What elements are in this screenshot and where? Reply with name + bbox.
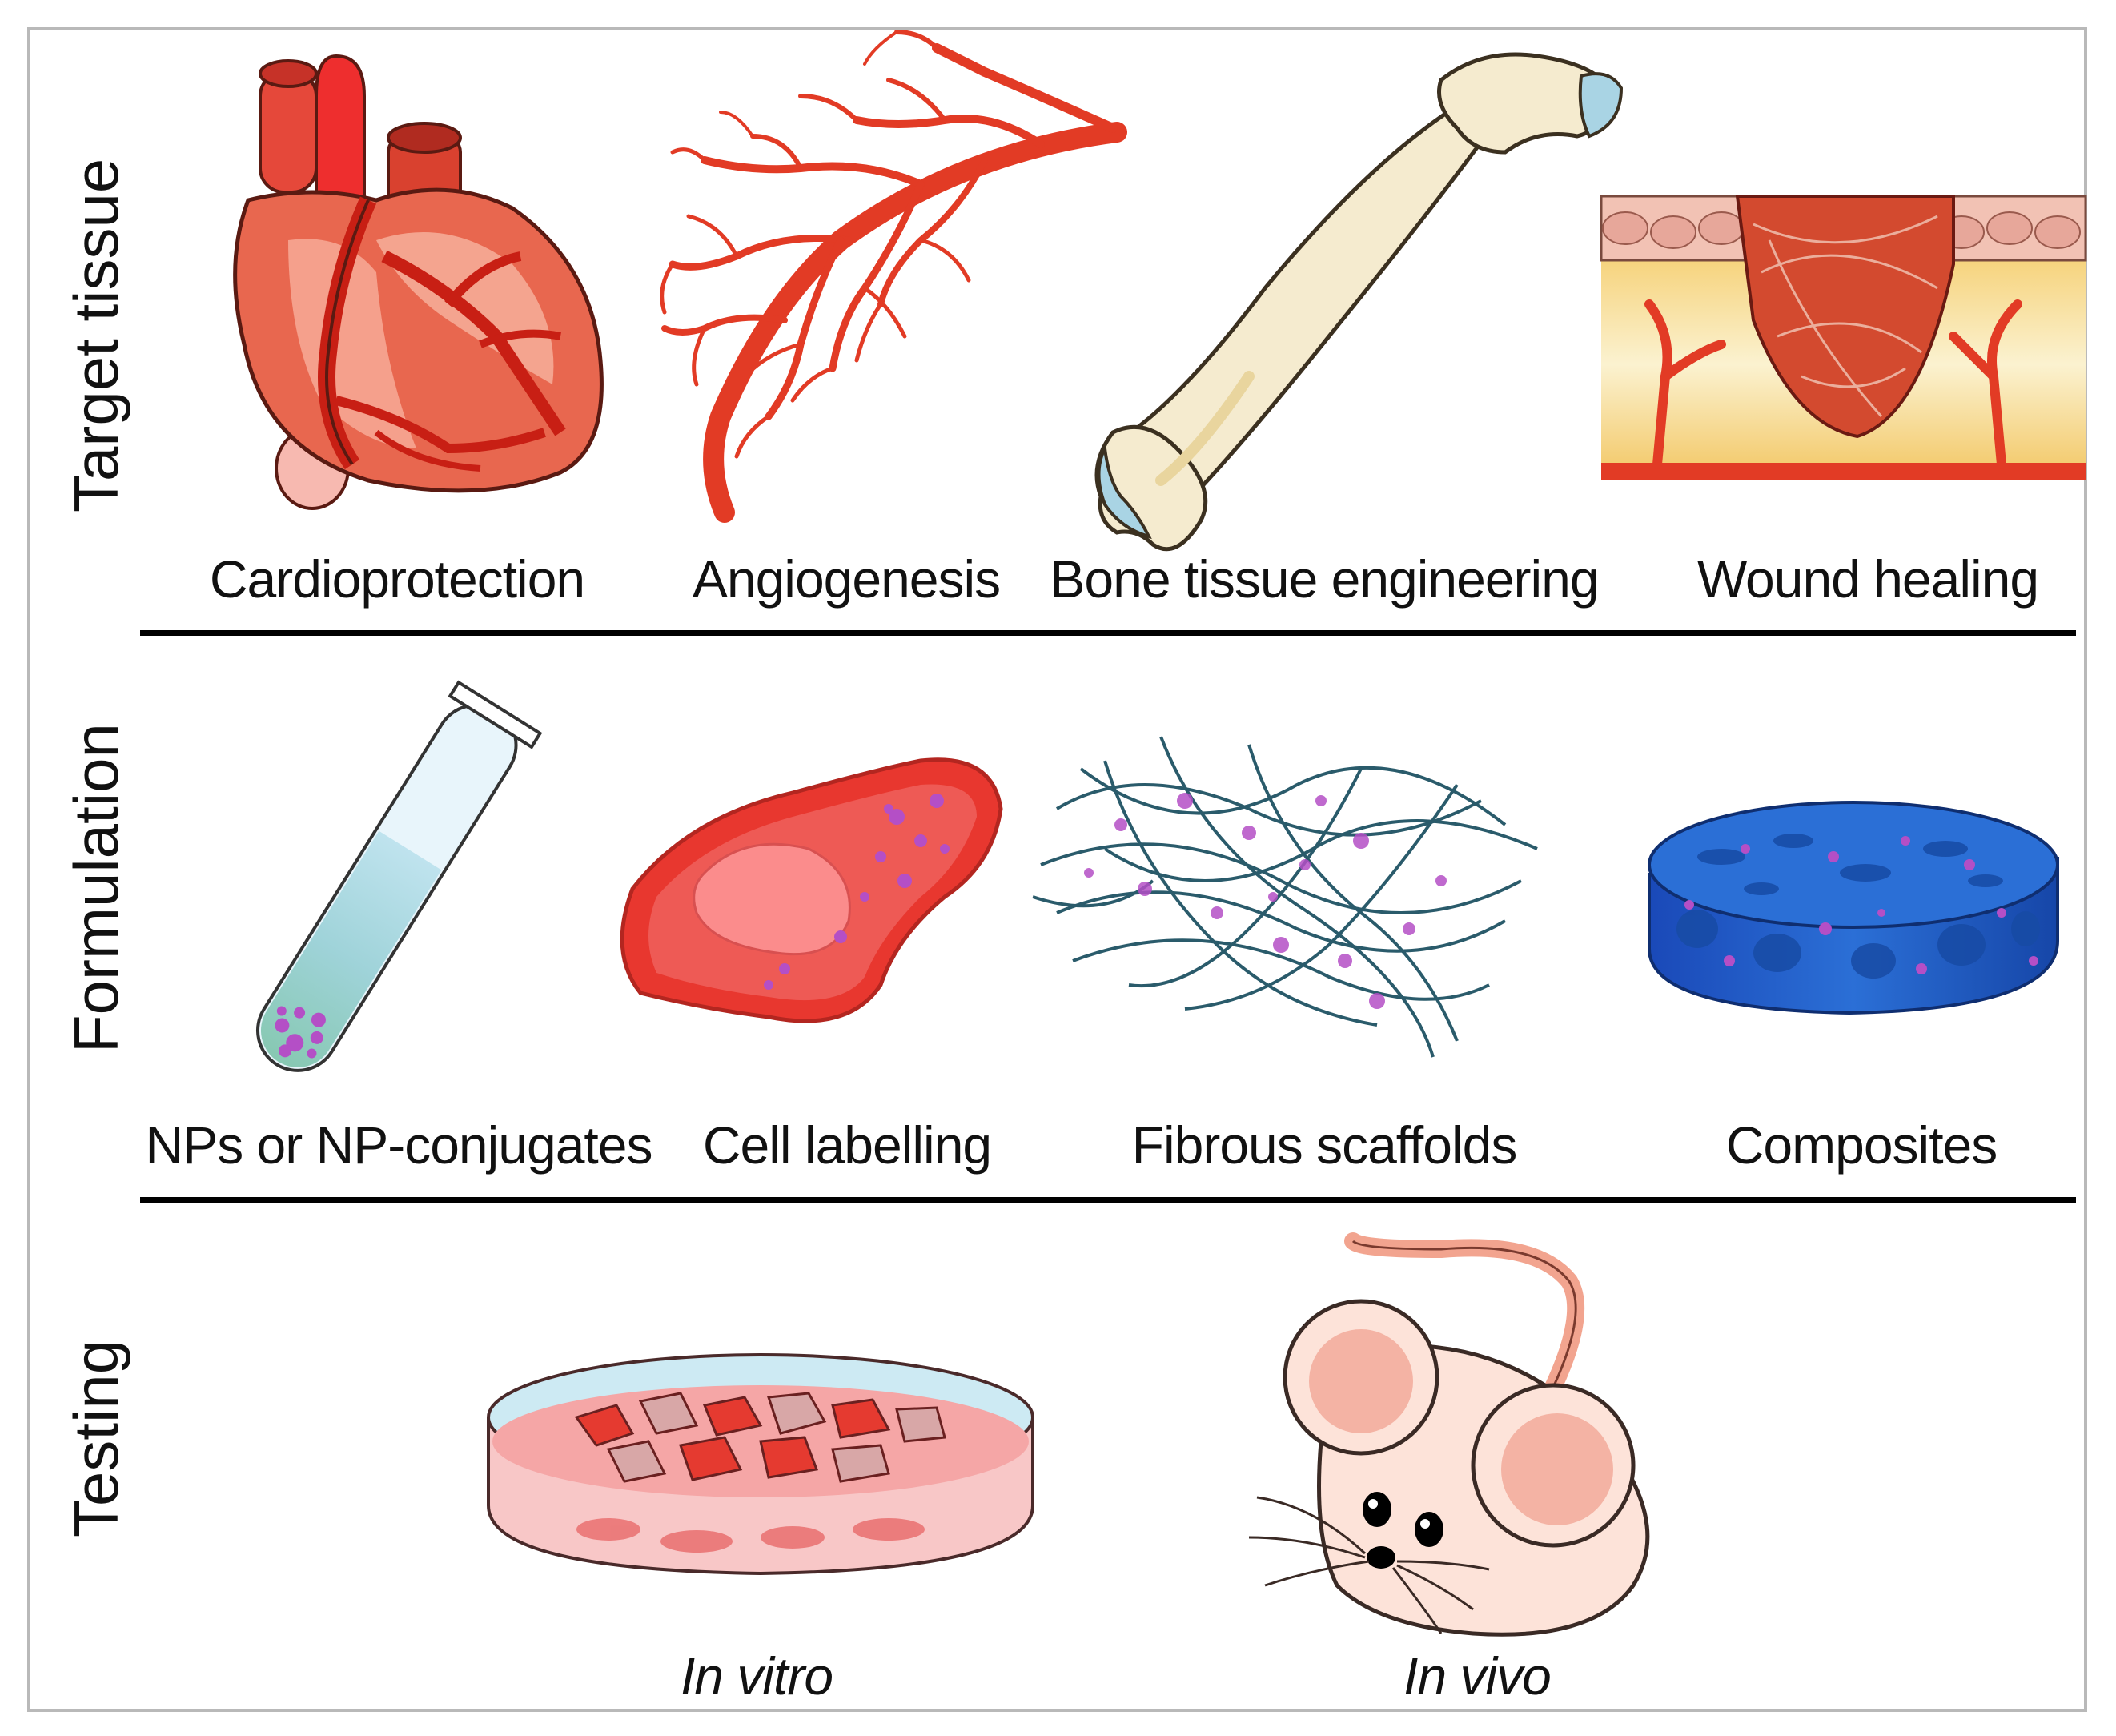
caption-cell-labelling: Cell labelling — [702, 1115, 992, 1175]
caption-fibrous-scaffolds: Fibrous scaffolds — [1131, 1115, 1518, 1175]
caption-composites: Composites — [1725, 1115, 1998, 1175]
row-label-testing: Testing — [61, 1339, 131, 1537]
blood-vessel-icon — [660, 30, 1127, 523]
caption-angiogenesis: Angiogenesis — [692, 549, 1001, 609]
labelled-cell-icon — [620, 757, 1003, 1023]
caption-nps-or-np-conjugates: NPs or NP-conjugates — [145, 1115, 653, 1175]
composite-disc-icon — [1648, 801, 2059, 1015]
fibrous-scaffold-icon — [1032, 736, 1538, 1058]
caption-wound-healing: Wound healing — [1696, 549, 2039, 609]
heart-icon — [233, 54, 604, 510]
caption-in-vivo: In vivo — [1403, 1646, 1552, 1706]
bone-icon — [1094, 52, 1624, 552]
petri-dish-icon — [487, 1353, 1034, 1576]
caption-cardioprotection: Cardioprotection — [209, 549, 585, 609]
caption-bone-tissue-engineering: Bone tissue engineering — [1050, 549, 1599, 609]
caption-in-vitro: In vitro — [680, 1646, 833, 1706]
mouse-icon — [1248, 1232, 1650, 1637]
divider-1 — [140, 630, 2076, 636]
row-label-formulation: Formulation — [61, 723, 131, 1053]
skin-wound-icon — [1600, 195, 2087, 480]
row-label-target-tissue: Target tissue — [61, 158, 131, 512]
divider-2 — [140, 1197, 2076, 1203]
test-tube-icon — [255, 680, 543, 1072]
